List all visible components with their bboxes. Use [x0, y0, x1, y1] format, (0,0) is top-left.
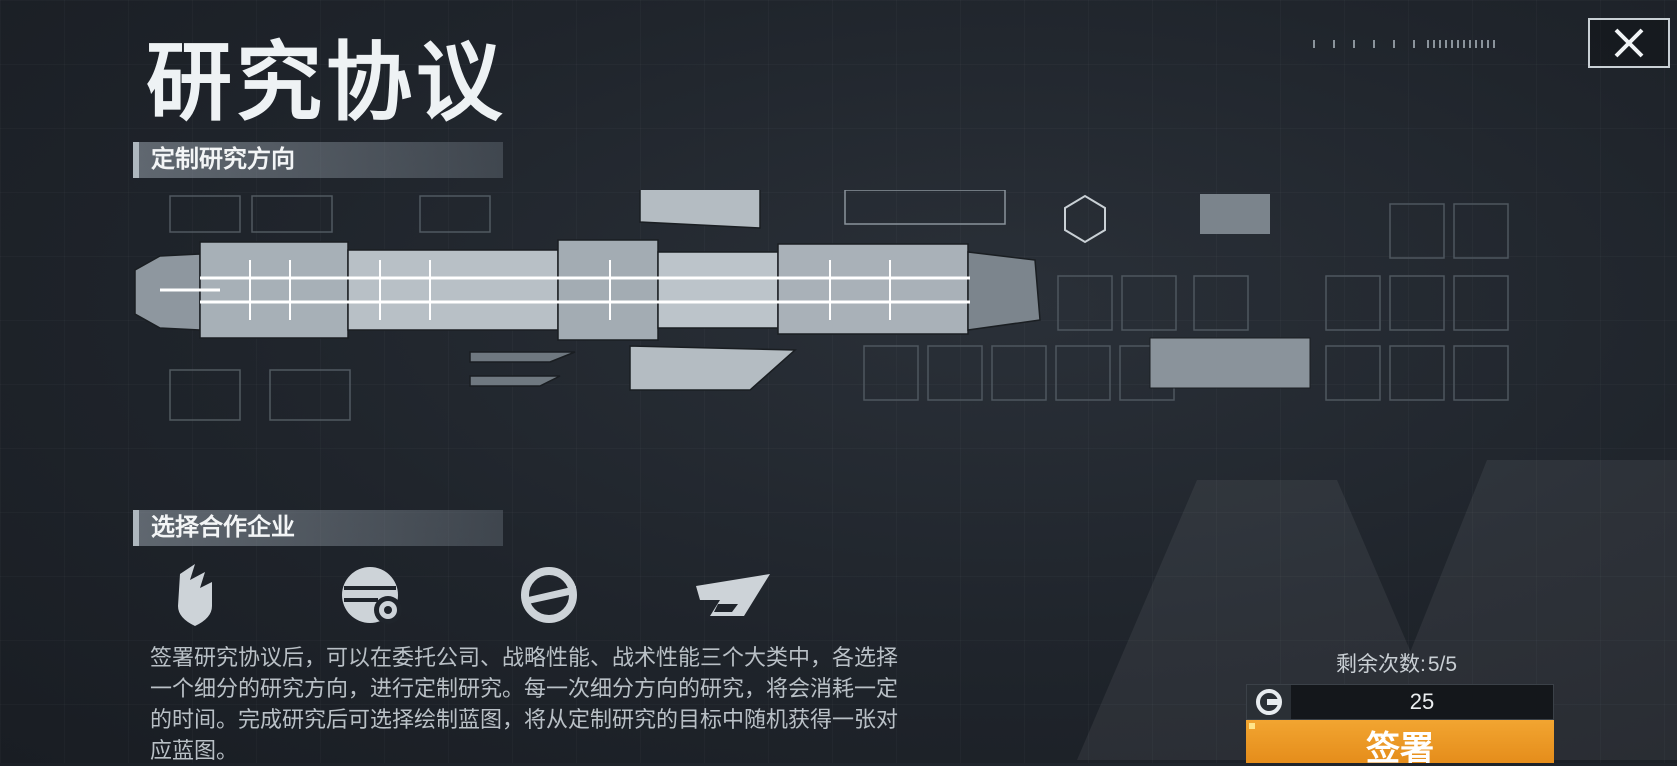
company-option-2[interactable]: [338, 560, 408, 630]
flame-shield-logo-icon: [178, 564, 212, 626]
cost-icon-box: [1247, 685, 1291, 719]
globe-gear-logo-icon: [342, 567, 402, 624]
remaining-value: 5/5: [1427, 653, 1458, 676]
page-title: 研究协议: [146, 33, 506, 133]
description-line: 的时间。完成研究后可选择绘制蓝图，将从定制研究的目标中随机获得一张对: [150, 707, 899, 732]
close-button[interactable]: [1588, 18, 1670, 68]
button-corner-marker: [1249, 723, 1255, 729]
ship-blueprint-illustration: [134, 190, 1509, 421]
description-text: 签署研究协议后，可以在委托公司、战略性能、战术性能三个大类中，各选择 一个细分的…: [150, 642, 950, 766]
remaining-attempts: 剩余次数:5/5: [1336, 648, 1457, 678]
speed-wing-logo-icon: [696, 574, 770, 616]
circle-wing-logo-icon: [521, 567, 577, 623]
section-header-custom-research: 定制研究方向: [133, 142, 503, 178]
section-header-choose-company: 选择合作企业: [133, 510, 503, 546]
company-option-1[interactable]: [160, 560, 230, 630]
description-line: 应蓝图。: [150, 738, 239, 763]
description-line: 签署研究协议后，可以在委托公司、战略性能、战术性能三个大类中，各选择: [150, 645, 899, 670]
company-option-4[interactable]: [692, 560, 770, 630]
cost-bar: 25: [1246, 684, 1554, 720]
sign-button[interactable]: 签署: [1246, 720, 1554, 763]
company-option-3[interactable]: [514, 560, 584, 630]
sign-button-label: 签署: [1366, 730, 1434, 763]
cost-value: 25: [1409, 689, 1435, 714]
research-token-icon: [1256, 689, 1282, 715]
remaining-label: 剩余次数:: [1336, 653, 1426, 676]
decorative-ticks: [1313, 40, 1495, 48]
company-list: [160, 560, 800, 630]
description-line: 一个细分的研究方向，进行定制研究。每一次细分方向的研究，将会消耗一定: [150, 676, 899, 701]
close-x-icon: [1614, 28, 1644, 58]
